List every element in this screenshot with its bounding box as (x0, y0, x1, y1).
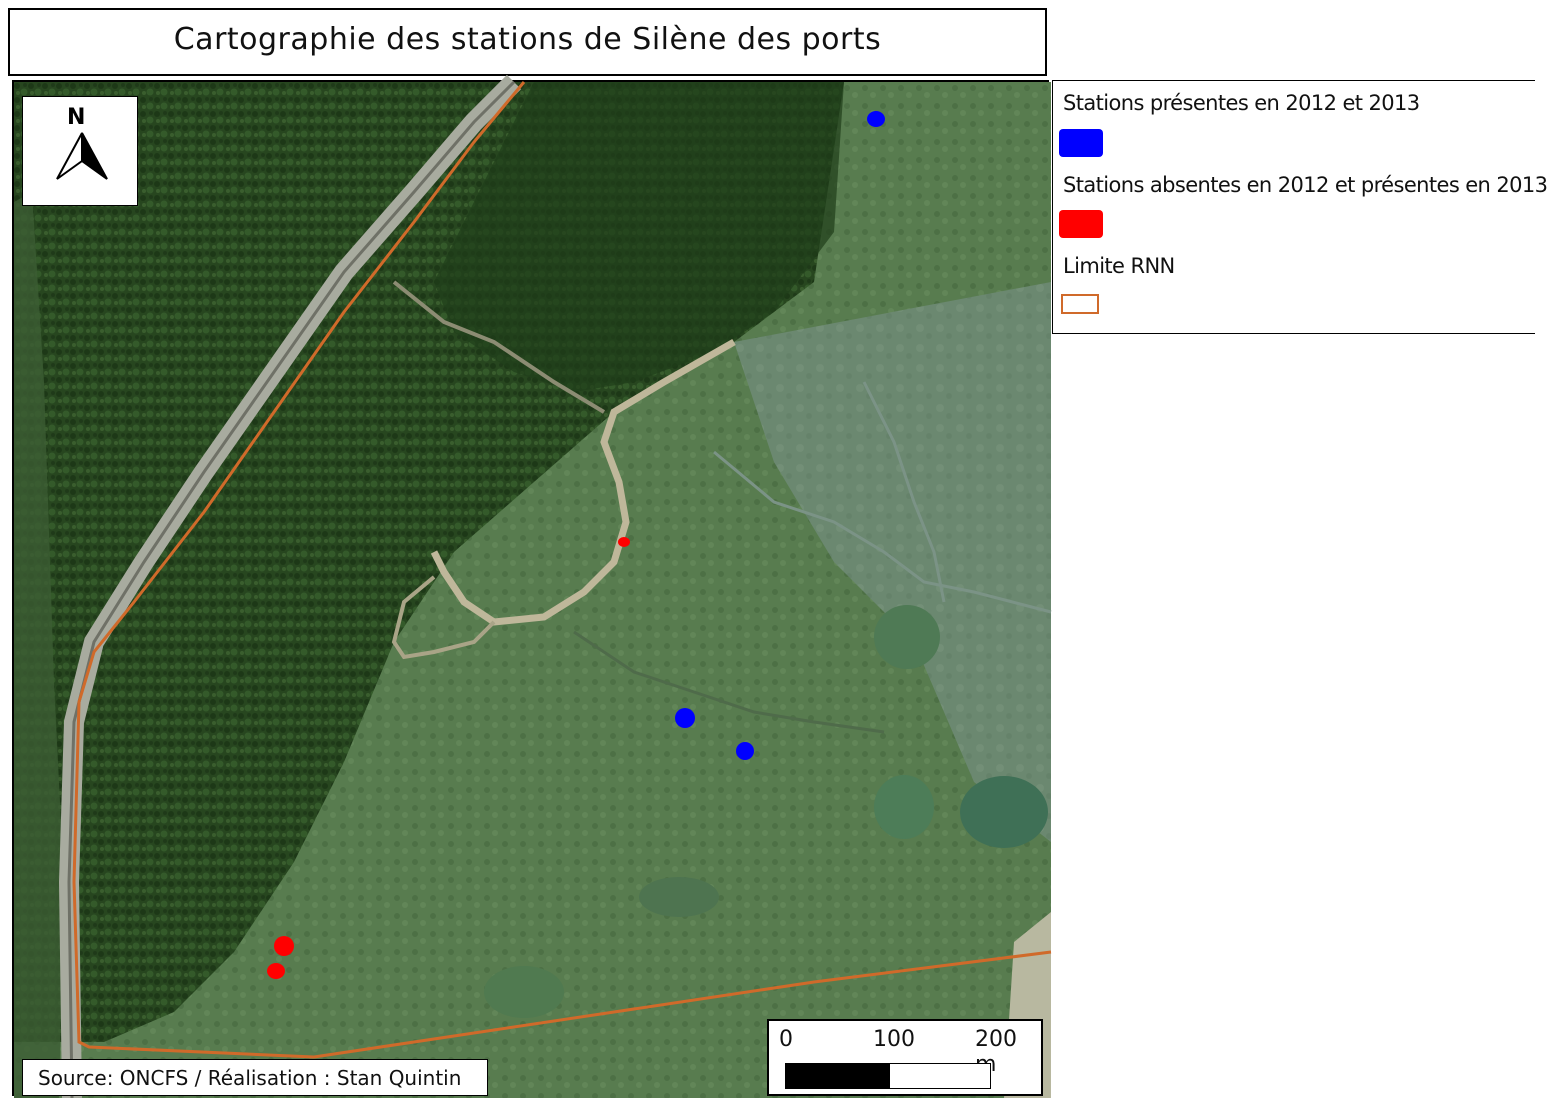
legend-swatch-boundary (1061, 294, 1099, 314)
pond (874, 775, 934, 839)
channel (862, 381, 946, 603)
pond (639, 877, 719, 917)
station-new[interactable] (267, 963, 285, 979)
map-title: Cartographie des stations de Silène des … (173, 22, 882, 57)
legend: Stations présentes en 2012 et 2013 Stati… (1052, 80, 1547, 334)
source-text: Source: ONCFS / Réalisation : Stan Quint… (38, 1065, 462, 1090)
station-present[interactable] (867, 111, 885, 127)
map-frame[interactable] (12, 74, 1052, 1098)
scale-bar: 0 100 200 m (767, 1019, 1043, 1096)
highway-median (67, 80, 516, 1098)
station-new[interactable] (274, 936, 294, 956)
legend-label-boundary: Limite RNN (1063, 254, 1175, 278)
scale-label-100: 100 (873, 1027, 915, 1052)
aerial-map[interactable] (14, 74, 1052, 1098)
pond (484, 966, 564, 1018)
pond (960, 776, 1048, 848)
sand-track-north (392, 280, 606, 414)
forest-east (434, 82, 844, 392)
pond (874, 605, 940, 669)
scale-segment-black (785, 1063, 889, 1089)
north-label: N (67, 105, 86, 130)
legend-swatch-present (1059, 129, 1103, 157)
station-present[interactable] (675, 708, 695, 728)
channel (713, 450, 1052, 614)
scale-segment-white (889, 1063, 991, 1089)
rnn-boundary[interactable] (72, 81, 1052, 1059)
legend-label-present: Stations présentes en 2012 et 2013 (1063, 91, 1420, 115)
map-title-box: Cartographie des stations de Silène des … (8, 8, 1047, 76)
source-box: Source: ONCFS / Réalisation : Stan Quint… (22, 1059, 488, 1096)
station-present[interactable] (736, 742, 754, 760)
sand-track-loop (391, 575, 496, 660)
legend-swatch-new (1059, 210, 1103, 238)
north-arrow-icon (56, 132, 108, 180)
western-clearing (14, 192, 64, 1098)
mudflat-area (734, 282, 1051, 842)
legend-label-new: Stations absentes en 2012 et présentes e… (1063, 173, 1547, 197)
channel (573, 630, 885, 734)
station-new[interactable] (618, 537, 630, 547)
scale-label-0: 0 (779, 1027, 793, 1052)
sand-track (430, 338, 736, 626)
north-arrow-box: N (22, 96, 138, 206)
